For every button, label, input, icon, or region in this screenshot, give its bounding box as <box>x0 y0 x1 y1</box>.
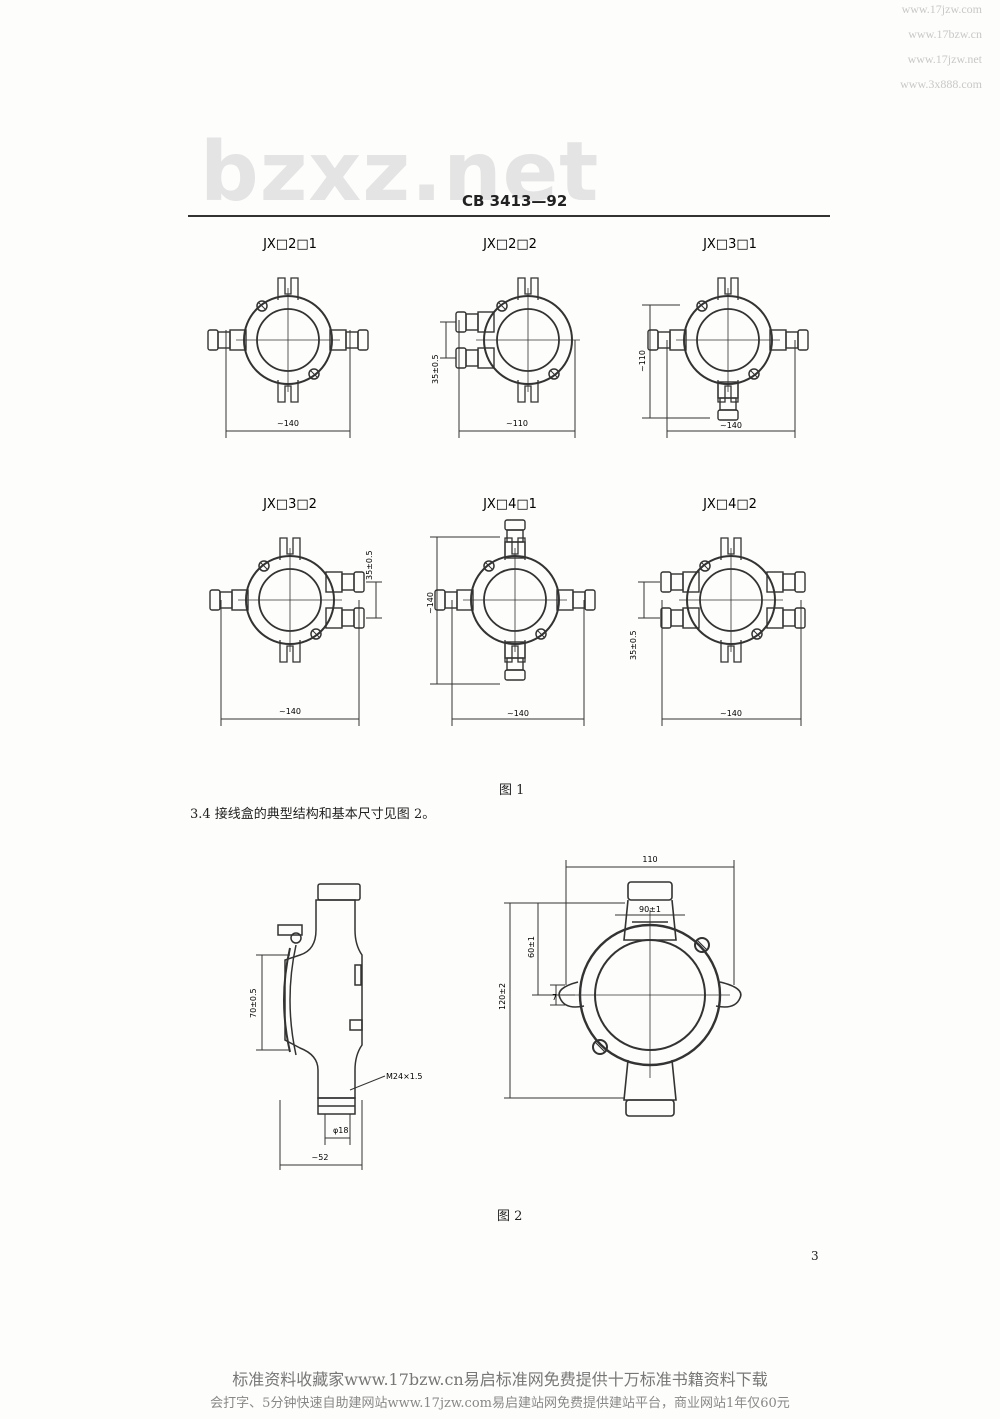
watermark-url-4: www.3x888.com <box>900 77 982 91</box>
drawing-jx-4-1: ~140 ~140 <box>426 519 596 726</box>
dim-d3-width: ~140 <box>720 421 742 430</box>
label-jx-3-2: JX□3□2 <box>262 497 317 512</box>
watermark-url-1: www.17jzw.com <box>901 2 982 16</box>
dim-d4-height: 35±0.5 <box>365 550 374 580</box>
drawing-jx-2-2: ~110 35±0.5 <box>431 277 581 438</box>
drawing-side-view <box>277 883 363 1115</box>
page-number: 3 <box>811 1249 819 1263</box>
dim-d6-height: 35±0.5 <box>629 630 638 660</box>
label-jx-4-1: JX□4□1 <box>482 497 537 512</box>
dim-front-top: 110 <box>642 855 657 864</box>
dim-d5-width: ~140 <box>507 709 529 718</box>
drawing-jx-2-1: ~140 <box>207 277 369 438</box>
dim-front-120: 120±2 <box>498 983 507 1010</box>
dim-side-width: ~52 <box>312 1153 329 1162</box>
dim-side-height: 70±0.5 <box>249 988 258 1018</box>
watermark-url-3: www.17jzw.net <box>907 52 982 66</box>
dim-d6-width: ~140 <box>720 709 742 718</box>
label-jx-4-2: JX□4□2 <box>702 497 757 512</box>
label-jx-2-2: JX□2□2 <box>482 237 537 252</box>
drawing-jx-4-2: ~140 35±0.5 <box>629 537 806 726</box>
site-watermark: bzxz.net <box>200 125 600 220</box>
dim-d2-width: ~110 <box>506 419 528 428</box>
section-3-4: 3.4 接线盒的典型结构和基本尺寸见图 2。 <box>190 807 436 822</box>
drawing-jx-3-1: ~110 ~140 <box>638 277 809 438</box>
dim-d5-height: ~140 <box>426 592 435 614</box>
drawing-front-view <box>558 881 742 1117</box>
dim-front-60: 60±1 <box>527 936 536 958</box>
dim-d2-height: 35±0.5 <box>431 354 440 384</box>
watermark-url-2: www.17bzw.cn <box>908 27 982 41</box>
figure2-caption: 图 2 <box>497 1209 523 1224</box>
footer-line-2: 会打字、5分钟快速自助建网站www.17jzw.com易启建站网免费提供建站平台… <box>210 1396 790 1411</box>
dim-side-thread: M24×1.5 <box>386 1072 423 1081</box>
figure1-caption: 图 1 <box>499 783 525 798</box>
label-jx-2-1: JX□2□1 <box>262 237 317 252</box>
dim-d1-width: ~140 <box>277 419 299 428</box>
side-view-dims <box>256 954 386 1170</box>
standard-number: CB 3413—92 <box>462 192 568 210</box>
label-jx-3-1: JX□3□1 <box>702 237 757 252</box>
dim-front-inner: 90±1 <box>639 905 661 914</box>
dim-d3-height: ~110 <box>638 350 647 372</box>
dim-side-dia: φ18 <box>333 1126 348 1135</box>
drawing-jx-3-2: ~140 35±0.5 <box>209 537 382 726</box>
footer-line-1: 标准资料收藏家www.17bzw.cn易启标准网免费提供十万标准书籍资料下载 <box>232 1370 768 1389</box>
dim-d4-width: ~140 <box>279 707 301 716</box>
dim-front-7: 7 <box>552 993 557 1002</box>
header-rule <box>188 215 830 217</box>
front-view-dims <box>504 860 735 1099</box>
